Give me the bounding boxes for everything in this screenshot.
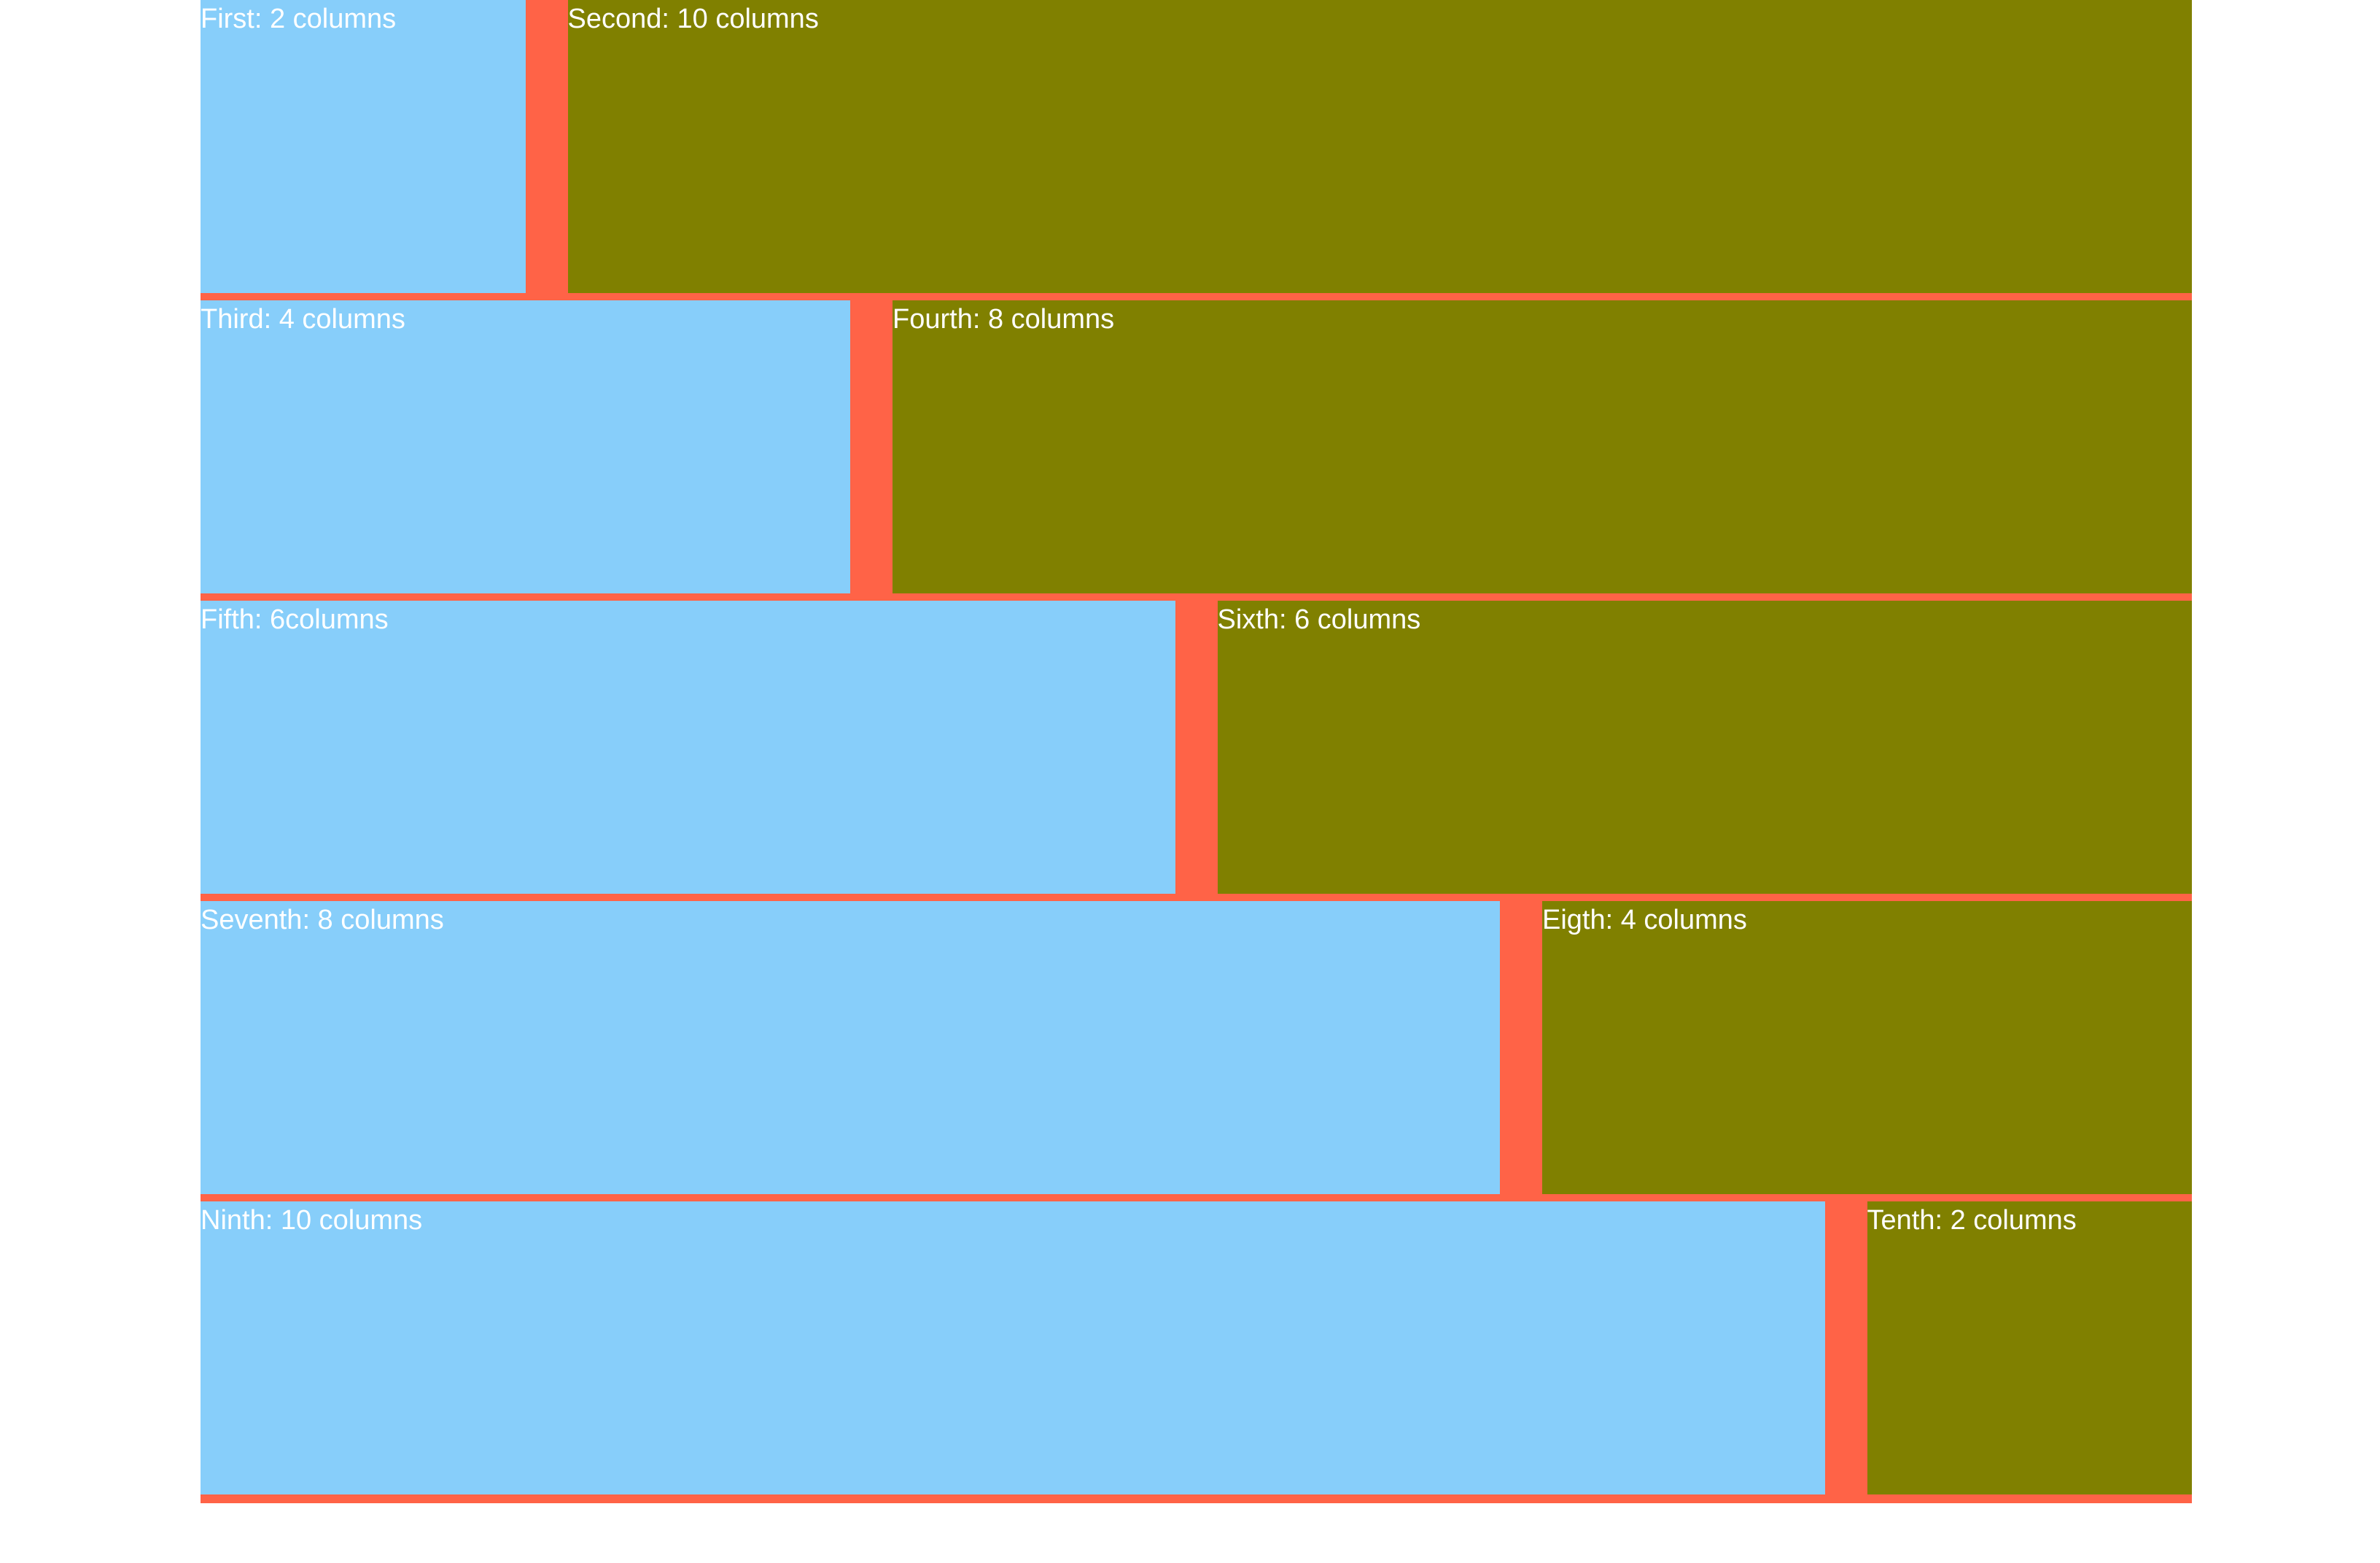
cell-second: Second: 10 columns xyxy=(567,0,2192,293)
cell-ninth: Ninth: 10 columns xyxy=(201,1201,1825,1494)
cell-first: First: 2 columns xyxy=(201,0,526,293)
cell-fifth: Fifth: 6columns xyxy=(201,601,1175,894)
grid-row-4: Seventh: 8 columns Eigth: 4 columns xyxy=(201,901,2192,1194)
cell-seventh: Seventh: 8 columns xyxy=(201,901,1500,1194)
cell-tenth: Tenth: 2 columns xyxy=(1867,1201,2192,1494)
cell-sixth: Sixth: 6 columns xyxy=(1217,601,2192,894)
cell-third: Third: 4 columns xyxy=(201,300,850,593)
column-grid: First: 2 columns Second: 10 columns Thir… xyxy=(201,0,2192,1503)
cell-fourth: Fourth: 8 columns xyxy=(892,300,2192,593)
grid-row-2: Third: 4 columns Fourth: 8 columns xyxy=(201,300,2192,593)
grid-row-5: Ninth: 10 columns Tenth: 2 columns xyxy=(201,1201,2192,1494)
grid-row-1: First: 2 columns Second: 10 columns xyxy=(201,0,2192,293)
cell-eighth: Eigth: 4 columns xyxy=(1542,901,2192,1194)
grid-row-3: Fifth: 6columns Sixth: 6 columns xyxy=(201,601,2192,894)
